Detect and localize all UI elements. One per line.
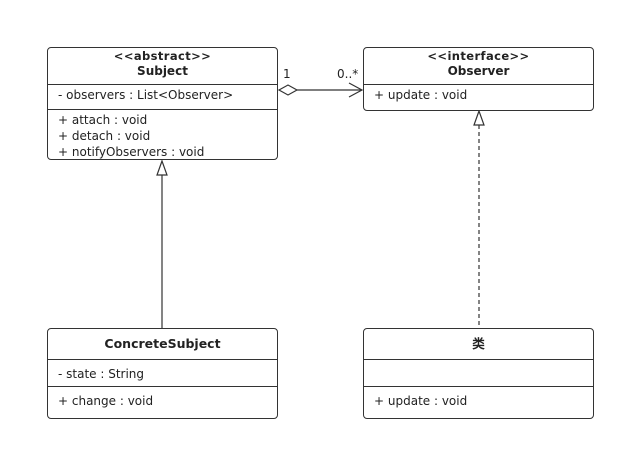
open-arrowhead-icon (348, 82, 364, 98)
class-header: <<abstract>> Subject (48, 48, 277, 84)
class-header: ConcreteSubject (48, 329, 277, 359)
operations-section: + change : void (48, 386, 277, 409)
attributes-section: - observers : List<Observer> (48, 84, 277, 109)
attribute: - state : String (58, 367, 145, 381)
target-multiplicity: 0..* (337, 67, 359, 81)
subject-class[interactable]: <<abstract>> Subject - observers : List<… (47, 47, 278, 160)
attributes-section: - state : String (48, 359, 277, 386)
operation: + attach : void (58, 113, 148, 127)
source-multiplicity: 1 (283, 67, 291, 81)
operations-section: + update : void (364, 84, 593, 103)
stereotype-label: <<abstract>> (113, 49, 212, 63)
observer-interface[interactable]: <<interface>> Observer + update : void (363, 47, 594, 111)
stereotype-label: <<interface>> (427, 49, 530, 63)
operation: + detach : void (58, 129, 151, 143)
class-name: ConcreteSubject (104, 336, 221, 351)
operation: + update : void (374, 394, 468, 408)
realization-connector[interactable] (473, 109, 485, 328)
hollow-triangle-icon (473, 109, 485, 126)
operation: + update : void (374, 88, 468, 102)
attributes-section (364, 359, 593, 386)
class-header: <<interface>> Observer (364, 48, 593, 84)
aggregation-connector[interactable] (277, 82, 364, 98)
attribute: - observers : List<Observer> (58, 88, 234, 102)
aggregation-diamond-icon (277, 84, 299, 96)
operations-section: + attach : void + detach : void + notify… (48, 109, 277, 160)
concrete-subject-class[interactable]: ConcreteSubject - state : String + chang… (47, 328, 278, 419)
hollow-triangle-icon (156, 159, 168, 176)
concrete-observer-class[interactable]: 类 + update : void (363, 328, 594, 419)
operation: + change : void (58, 394, 154, 408)
class-name: Subject (137, 64, 188, 78)
operation: + notifyObservers : void (58, 145, 205, 159)
operations-section: + update : void (364, 386, 593, 409)
class-name: Observer (447, 64, 510, 78)
inheritance-connector[interactable] (156, 159, 168, 328)
class-header: 类 (364, 329, 593, 359)
class-name: 类 (472, 336, 485, 351)
